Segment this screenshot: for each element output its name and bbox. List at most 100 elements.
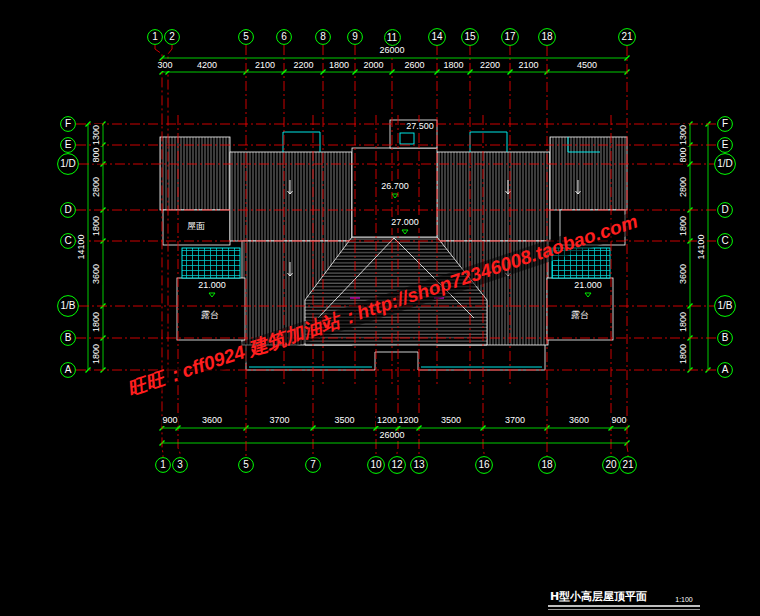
bubble-circle	[462, 29, 479, 46]
axis-bubble: 1/D	[714, 153, 736, 175]
axis-number: 11	[384, 29, 401, 46]
axis-line	[79, 164, 714, 165]
axis-bubble: B	[717, 330, 733, 346]
bubble-circle	[316, 30, 331, 45]
dimension-text: 26000	[378, 46, 405, 56]
dimension-ticks	[86, 56, 711, 446]
axis-bubble: A	[717, 362, 733, 378]
bubble-circle	[61, 234, 76, 249]
dimension-text: 14100	[77, 233, 87, 260]
axis-number: 10	[367, 456, 385, 474]
bubble-circle	[61, 331, 76, 346]
axis-number: 5	[238, 29, 254, 45]
axis-bubble: 8	[315, 29, 331, 45]
dimension-text: 2100	[254, 61, 276, 71]
roof-box	[163, 210, 230, 245]
axis-number: 1/D	[57, 153, 79, 175]
axis-bubble: 3	[172, 457, 188, 473]
axis-line	[76, 210, 717, 211]
axis-number: F	[60, 116, 76, 132]
dimension-text: 1300	[679, 123, 689, 145]
drawing-title: H型小高层屋顶平面	[550, 591, 647, 603]
axis-number: A	[60, 362, 76, 378]
bubble-circle	[476, 457, 493, 474]
bubble-circle	[718, 363, 733, 378]
bubble-circle	[348, 30, 363, 45]
dimension-text: 1800	[679, 214, 689, 236]
bubble-circle	[277, 30, 292, 45]
axis-number: 18	[538, 28, 556, 46]
axis-bubble: 12	[388, 456, 406, 474]
axis-number: D	[60, 202, 76, 218]
dimension-text: 4500	[576, 61, 598, 71]
bubble-circle	[715, 296, 736, 317]
axis-bubble: 1/B	[57, 295, 79, 317]
axis-bubble: 11	[384, 29, 401, 46]
axis-number: 5	[238, 457, 254, 473]
bubble-circle	[718, 138, 733, 153]
title-underline	[548, 605, 700, 607]
axis-line	[76, 338, 717, 339]
axis-bubble: 7	[305, 457, 321, 473]
bubble-circle	[58, 296, 79, 317]
axis-bubble: 10	[367, 456, 385, 474]
room-label: 屋面	[186, 222, 206, 232]
axis-bubble: 1/D	[57, 153, 79, 175]
axis-bubble: 6	[276, 29, 292, 45]
axis-bubble: 18	[538, 28, 556, 46]
bubble-circle	[718, 203, 733, 218]
axis-bubble: 21	[618, 28, 636, 46]
axis-number: 3	[172, 457, 188, 473]
dimension-text: 300	[156, 61, 173, 71]
bubble-circle	[61, 203, 76, 218]
dimension-text: 1800	[679, 343, 689, 365]
axis-number: 14	[428, 28, 446, 46]
axis-line	[76, 124, 717, 125]
dimension-text: 1800	[679, 311, 689, 333]
bubble-circle	[620, 457, 637, 474]
bubble-circle	[718, 234, 733, 249]
axis-bubble: D	[717, 202, 733, 218]
bubble-circle	[539, 457, 556, 474]
dimension-text: 1800	[442, 61, 464, 71]
axis-number: 1/B	[714, 295, 736, 317]
bubble-circle	[61, 363, 76, 378]
dimension-text: 3600	[201, 416, 223, 426]
axis-number: 15	[461, 28, 479, 46]
axis-bubble: 15	[461, 28, 479, 46]
axis-bubble: 1/B	[714, 295, 736, 317]
axis-number: 21	[619, 456, 637, 474]
dimension-text: 1300	[92, 123, 102, 145]
axis-number: 1	[147, 29, 163, 45]
axis-number: E	[60, 137, 76, 153]
elevation-mark: 26.700	[380, 182, 410, 192]
dimension-text: 2200	[292, 61, 314, 71]
bubble-circle	[384, 29, 400, 45]
elevation-mark: 27.000	[390, 218, 420, 228]
dimension-text: 2000	[362, 61, 384, 71]
axis-number: C	[717, 233, 733, 249]
axis-bubble: 17	[501, 28, 519, 46]
axis-bubble: 2	[164, 29, 180, 45]
axis-number: B	[60, 330, 76, 346]
axis-bubble: 14	[428, 28, 446, 46]
dimension-text: 900	[610, 416, 627, 426]
hatch-opening	[400, 133, 414, 144]
terrace	[547, 278, 613, 340]
axis-bubble: 9	[347, 29, 363, 45]
axis-number: 18	[538, 456, 556, 474]
axis-bubble: 5	[238, 457, 254, 473]
title-underline	[548, 609, 700, 610]
dimension-text: 800	[92, 146, 102, 163]
axis-number: F	[717, 116, 733, 132]
bubble-circle	[389, 457, 406, 474]
dimension-text: 3500	[440, 416, 462, 426]
axis-number: 1	[155, 457, 171, 473]
lower-outline	[246, 345, 545, 370]
axis-number: 2	[164, 29, 180, 45]
roof-hatch	[160, 137, 230, 210]
dimension-text: 3500	[333, 416, 355, 426]
dimension-text: 4200	[196, 61, 218, 71]
axis-number: 1/D	[714, 153, 736, 175]
dimension-text: 2800	[92, 176, 102, 198]
